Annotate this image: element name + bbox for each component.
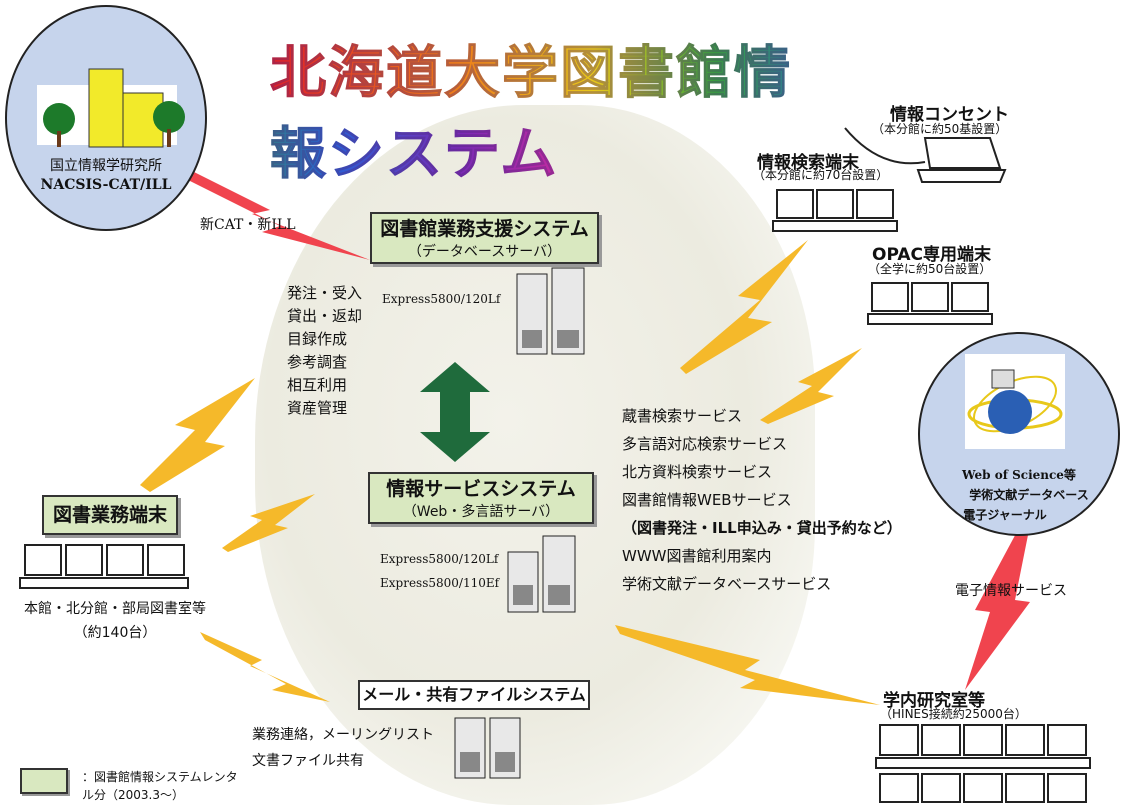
bolt-services-to-search <box>680 240 808 374</box>
bolt-e-info <box>965 525 1030 690</box>
web-of-science-circle: Web of Science等 学術文献データベース 電子ジャーナル <box>918 332 1120 536</box>
legend-swatch <box>20 768 68 794</box>
service-system-title: 情報サービスシステム <box>386 478 576 500</box>
server-service <box>507 535 576 613</box>
mail-system-title: メール・共有ファイルシステム <box>362 685 586 704</box>
server-mail <box>454 717 521 779</box>
info-outlet-note: （本分館に約50基設置） <box>872 122 1008 136</box>
bolt-services-to-opac <box>760 348 862 424</box>
task-item: 発注・受入 <box>287 284 363 302</box>
terminals-office <box>19 544 189 589</box>
bolt-office-to-service <box>222 494 315 552</box>
task-item: 参考調査 <box>287 353 348 371</box>
service-item: 北方資料検索サービス <box>622 463 773 481</box>
mail-system-box: メール・共有ファイルシステム <box>358 680 590 710</box>
service-list: 蔵書検索サービス 多言語対応検索サービス 北方資料検索サービス 図書館情報WEB… <box>622 402 902 598</box>
labs-note: （HINES接続約25000台） <box>880 707 1027 721</box>
legend-line1: ：図書館情報システムレンタ <box>82 770 238 784</box>
bolt-nacsis <box>188 170 370 260</box>
legend-line2: ル分（2003.3～） <box>82 788 184 802</box>
bolt-office-to-mail <box>200 632 330 702</box>
bolt-services-to-labs <box>615 625 880 705</box>
labs-title: 学内研究室等 <box>883 691 985 711</box>
support-server-model: Express5800/120Lf <box>382 292 501 306</box>
service-server-model-2: Express5800/110Ef <box>380 576 500 590</box>
nacsis-line2: NACSIS-CAT/ILL <box>40 177 172 193</box>
service-system-subtitle: （Web・多言語サーバ） <box>402 504 560 520</box>
support-system-subtitle: （データベースサーバ） <box>407 244 562 260</box>
wos-line2: 学術文献データベース <box>969 488 1089 502</box>
terminals-labs <box>875 724 1091 803</box>
wos-line1: Web of Science等 <box>962 468 1076 482</box>
office-terminal-location: 本館・北分館・部局図書室等 <box>24 601 206 617</box>
task-item: 相互利用 <box>287 376 348 394</box>
office-terminal-title: 図書業務端末 <box>52 504 167 526</box>
opac-terminal-note: （全学に約50台設置） <box>868 262 992 276</box>
service-item: 多言語対応検索サービス <box>622 435 788 453</box>
laptop-icon <box>844 127 1007 183</box>
service-item: （図書発注・ILL申込み・貸出予約など） <box>622 519 902 537</box>
task-item: 目録作成 <box>287 330 348 348</box>
nacsis-circle: 国立情報学研究所 NACSIS-CAT/ILL <box>5 5 207 231</box>
search-terminal-title: 情報検索端末 <box>757 153 859 173</box>
task-item: 貸出・返却 <box>287 307 363 325</box>
mail-uses: 業務連絡，メーリングリスト 文書ファイル共有 <box>252 722 434 774</box>
service-server-model-1: Express5800/120Lf <box>380 552 499 566</box>
service-system-box: 情報サービスシステム （Web・多言語サーバ） <box>368 472 594 524</box>
service-item: 学術文献データベースサービス <box>622 575 832 593</box>
double-arrow <box>420 362 490 462</box>
search-terminal-note: （本分館に約70台設置） <box>753 168 889 182</box>
info-outlet-title: 情報コンセント <box>890 105 1009 125</box>
page-title: 北海道大学図書館情報システム <box>270 41 792 188</box>
office-terminal-count: （約140台） <box>73 625 157 641</box>
service-item: 図書館情報WEBサービス <box>622 491 792 509</box>
building-icon <box>37 68 185 148</box>
mail-use-item: 業務連絡，メーリングリスト <box>252 727 434 743</box>
mail-use-item: 文書ファイル共有 <box>252 753 364 769</box>
opac-terminal-title: OPAC専用端末 <box>872 245 991 265</box>
office-terminal-box: 図書業務端末 <box>42 495 178 535</box>
task-list: 発注・受入 貸出・返却 目録作成 参考調査 相互利用 資産管理 <box>287 282 362 420</box>
nacsis-line1: 国立情報学研究所 <box>50 158 162 174</box>
task-item: 資産管理 <box>287 399 348 417</box>
terminals-opac <box>867 282 993 325</box>
cat-ill-label: 新CAT・新ILL <box>200 217 296 233</box>
bolt-office-to-support <box>140 378 255 492</box>
wos-line3: 電子ジャーナル <box>963 508 1047 522</box>
globe-icon <box>965 354 1065 449</box>
terminals-search <box>772 189 898 232</box>
server-support <box>516 267 585 355</box>
e-info-label: 電子情報サービス <box>955 583 1067 599</box>
service-item: WWW図書館利用案内 <box>622 547 772 565</box>
support-system-title: 図書館業務支援システム <box>380 218 589 240</box>
service-item: 蔵書検索サービス <box>622 407 743 425</box>
support-system-box: 図書館業務支援システム （データベースサーバ） <box>370 212 599 264</box>
